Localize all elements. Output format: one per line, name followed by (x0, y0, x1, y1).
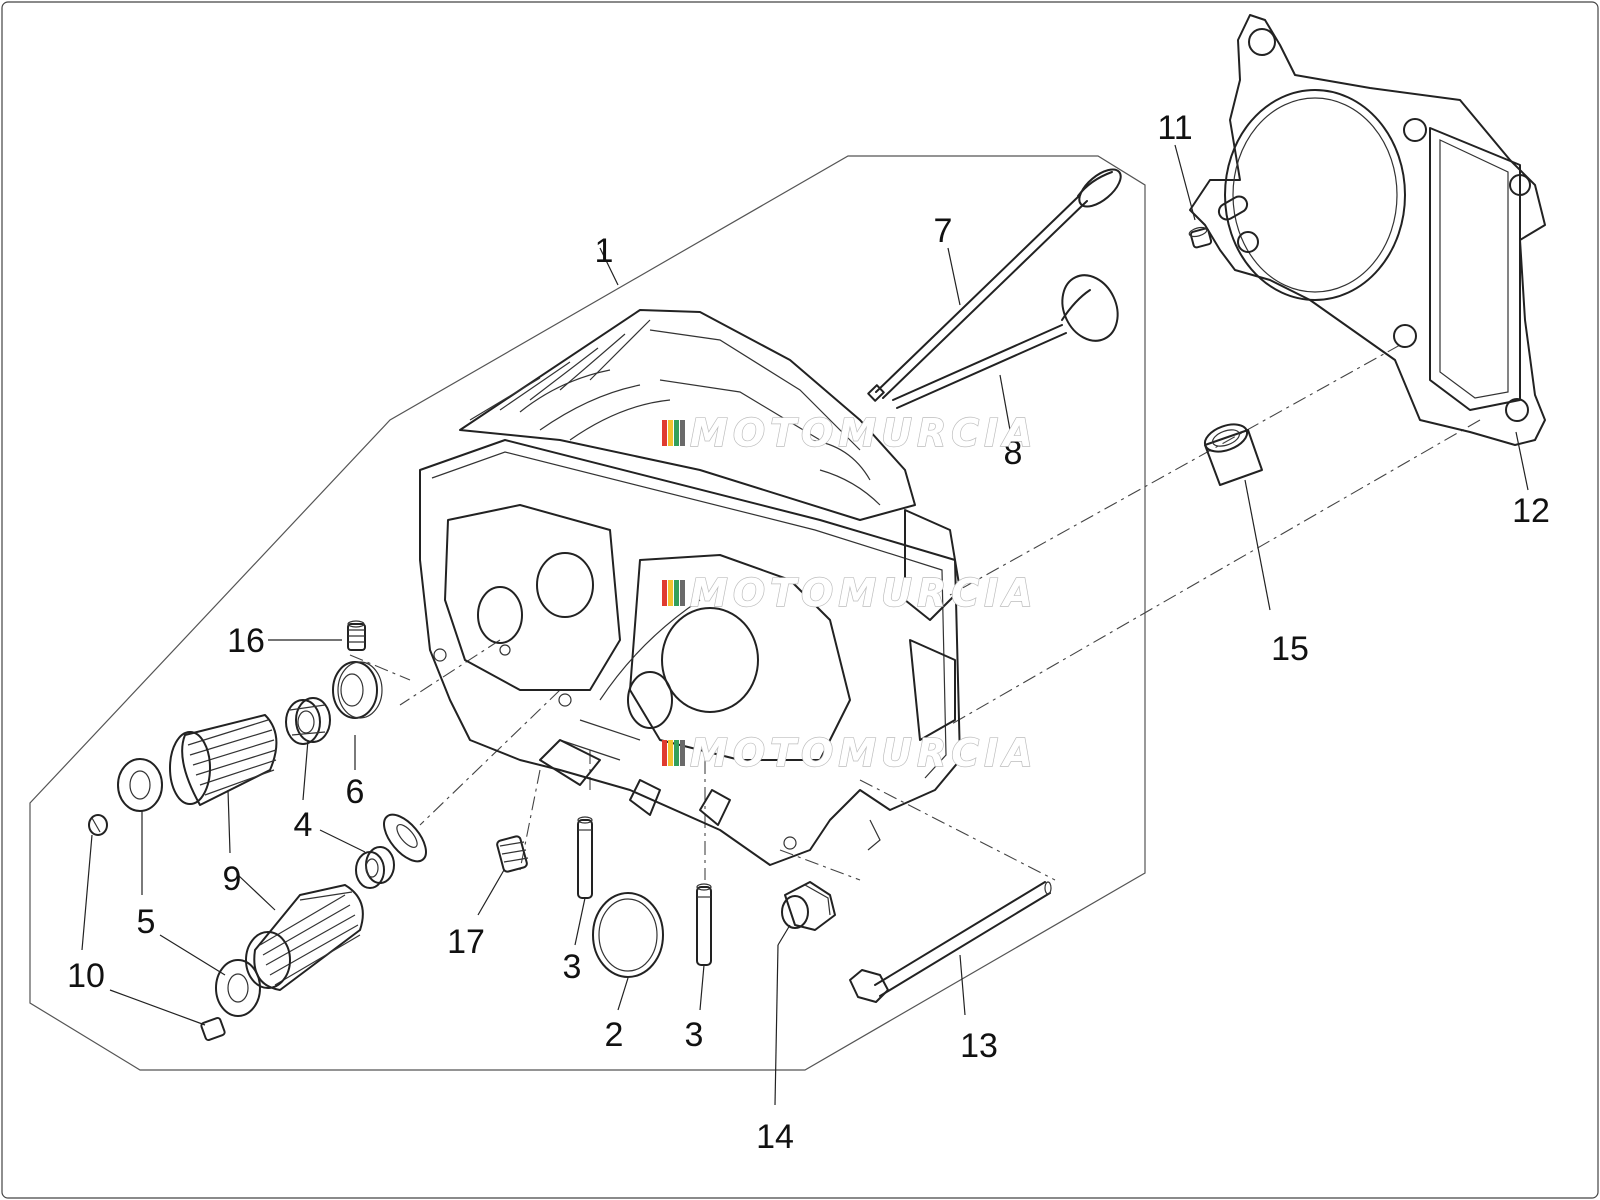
watermark-text: MOTOMURCIA (690, 571, 1038, 615)
dowel-right-part (696, 883, 712, 966)
watermark-stripe (680, 420, 685, 446)
part-number-13: 13 (960, 1027, 998, 1065)
part-number-14: 14 (756, 1118, 794, 1156)
watermark-bottom: MOTOMURCIA (662, 730, 1038, 776)
valve-seal-lower-part (355, 846, 395, 889)
part-number-11: 11 (1157, 109, 1192, 147)
watermark-stripe (668, 580, 673, 606)
watermark-top: MOTOMURCIA (662, 410, 1038, 456)
valve-spring-lower-part (245, 884, 364, 991)
watermark-text: MOTOMURCIA (690, 731, 1038, 775)
watermark-stripe (662, 740, 667, 766)
axis-lines (349, 344, 1481, 881)
cylinder-head-part (419, 309, 961, 866)
threaded-plug-upper-part (347, 620, 366, 651)
watermark-stripe (680, 740, 685, 766)
valve-seal-upper-part (285, 697, 331, 745)
valve-spring-seat-upper-part (332, 661, 383, 719)
head-gasket-part (1189, 14, 1546, 446)
valve-cotter-upper-part (88, 814, 108, 836)
part-number-5: 5 (137, 903, 156, 941)
valve-cotter-lower-part (200, 1016, 226, 1042)
valve-retainer-lower-part (215, 959, 261, 1017)
valve-retainer-upper-part (117, 758, 163, 812)
part-number-10: 10 (67, 957, 105, 995)
part-number-17: 17 (447, 923, 485, 961)
part-number-6: 6 (346, 773, 365, 811)
watermark-text: MOTOMURCIA (690, 411, 1038, 455)
part-number-3-left: 3 (563, 948, 582, 986)
cylinder-head-group-outline (29, 155, 1146, 1071)
part-number-4: 4 (294, 806, 313, 844)
part-number-7: 7 (934, 212, 953, 250)
part-number-15: 15 (1271, 630, 1309, 668)
part-number-8: 8 (1004, 434, 1023, 472)
part-number-12: 12 (1512, 492, 1550, 530)
part-number-labels: 1 2 3 3 4 5 6 7 8 9 10 11 12 13 14 15 16… (67, 109, 1550, 1156)
dowel-left-part (577, 816, 593, 899)
stud-bolt-part (849, 881, 1052, 1003)
watermark-stripe (674, 740, 679, 766)
exhaust-valve-part (892, 274, 1119, 409)
threaded-plug-lower-part (496, 835, 529, 873)
part-number-16: 16 (227, 622, 265, 660)
dowel-pin-part (1188, 226, 1213, 249)
valve-spring-upper-part (169, 714, 278, 806)
watermark-stripe (662, 420, 667, 446)
intake-valve-part (867, 168, 1122, 402)
o-ring-part (592, 892, 664, 978)
valve-spring-seat-lower-part (383, 813, 427, 863)
watermark-stripe (674, 580, 679, 606)
watermark-middle: MOTOMURCIA (662, 570, 1038, 616)
watermark-stripe (662, 580, 667, 606)
watermark-stripe (674, 420, 679, 446)
part-number-1: 1 (595, 232, 614, 270)
part-number-9: 9 (223, 860, 242, 898)
part-number-3-right: 3 (685, 1016, 704, 1054)
watermark-stripe (668, 420, 673, 446)
centering-bush-part (1203, 423, 1263, 486)
oil-plug-part (781, 881, 836, 931)
watermark-stripe (680, 580, 685, 606)
part-number-2: 2 (605, 1016, 624, 1054)
watermark-stripe (668, 740, 673, 766)
leader-lines (81, 144, 1529, 1106)
